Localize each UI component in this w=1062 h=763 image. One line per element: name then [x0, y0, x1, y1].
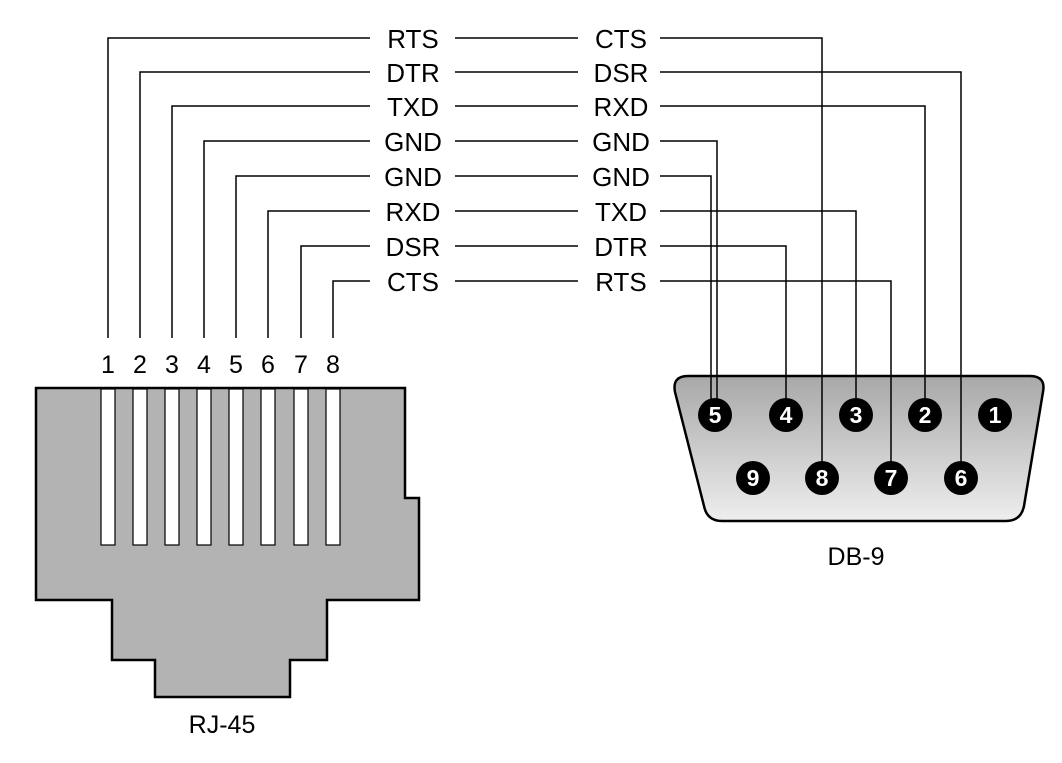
db9-pin-number: 1	[989, 402, 1002, 428]
rj45-contact-slot	[293, 388, 309, 546]
wires	[107, 37, 962, 478]
db9-pin-2: 2	[908, 398, 942, 432]
rj45-contact-slot	[196, 388, 212, 546]
db9-signal-label: DSR	[594, 58, 649, 88]
rj45-pin-number: 5	[229, 351, 243, 379]
rj45-pin-number: 8	[326, 351, 340, 379]
rj45-signal-label: GND	[384, 127, 442, 157]
connection-wire	[107, 37, 823, 478]
connection-wire	[267, 210, 857, 415]
db9-pin-9: 9	[736, 461, 770, 495]
db9-signal-label: TXD	[595, 197, 647, 227]
rj45-pin-number: 7	[294, 351, 308, 379]
rj45-pin-number: 2	[133, 351, 147, 379]
db9-pin-number: 6	[955, 465, 968, 491]
db9-signal-label: GND	[592, 162, 650, 192]
rj45-body	[34, 386, 421, 699]
rj45-connector: RJ-45	[34, 386, 421, 739]
db9-pins: 5 4 3 2 1 9 8 7 6	[698, 398, 1012, 495]
db9-pin-number: 2	[919, 402, 932, 428]
rj45-pin-number: 3	[165, 351, 179, 379]
db9-pin-5: 5	[698, 398, 732, 432]
rj45-signal-label: RXD	[386, 197, 441, 227]
rj45-signal-label: DTR	[386, 58, 439, 88]
db9-pin-number: 9	[747, 465, 760, 491]
rj45-signal-label: TXD	[387, 92, 439, 122]
connection-wire	[300, 245, 787, 415]
db9-pin-1: 1	[978, 398, 1012, 432]
connection-wire	[235, 175, 712, 415]
db9-pin-number: 5	[709, 402, 722, 428]
rj45-label: RJ-45	[189, 711, 256, 739]
db9-signal-label: DTR	[594, 232, 647, 262]
rj45-contact-slot	[260, 388, 276, 546]
rj45-signal-label: CTS	[387, 267, 439, 297]
db9-pin-6: 6	[944, 461, 978, 495]
db9-pin-number: 3	[850, 402, 863, 428]
connection-wire	[171, 105, 926, 415]
rj45-contact-slot	[325, 388, 341, 546]
db9-pin-7: 7	[874, 461, 908, 495]
rj45-pin-number: 4	[197, 351, 211, 379]
db9-shell	[673, 374, 1045, 523]
db9-signal-label: RXD	[594, 92, 649, 122]
rj45-pin-number: 6	[261, 351, 275, 379]
rj45-contact-slot	[132, 388, 148, 546]
rj45-contact-slot	[100, 388, 116, 546]
connection-wire	[139, 71, 962, 478]
rj45-signal-label: RTS	[387, 24, 439, 54]
rj45-contact-slot	[164, 388, 180, 546]
rj45-contact-slot	[228, 388, 244, 546]
db9-pin-3: 3	[839, 398, 873, 432]
db9-pin-number: 7	[885, 465, 898, 491]
db9-label: DB-9	[828, 543, 885, 571]
db9-pin-number: 8	[816, 465, 829, 491]
signal-labels: RTS CTS DTR DSR TXD RXD GND GND GND GND RXD TXD DSR D…	[384, 24, 650, 297]
rj45-signal-label: GND	[384, 162, 442, 192]
rj45-pin-number: 1	[101, 351, 115, 379]
db9-pin-4: 4	[769, 398, 803, 432]
rj45-signal-label: DSR	[386, 232, 441, 262]
db9-pin-8: 8	[805, 461, 839, 495]
db9-signal-label: GND	[592, 127, 650, 157]
db9-signal-label: CTS	[595, 24, 647, 54]
connection-wire	[332, 280, 892, 478]
connection-wire	[203, 140, 718, 415]
db9-signal-label: RTS	[595, 267, 647, 297]
db9-pin-number: 4	[780, 402, 793, 428]
